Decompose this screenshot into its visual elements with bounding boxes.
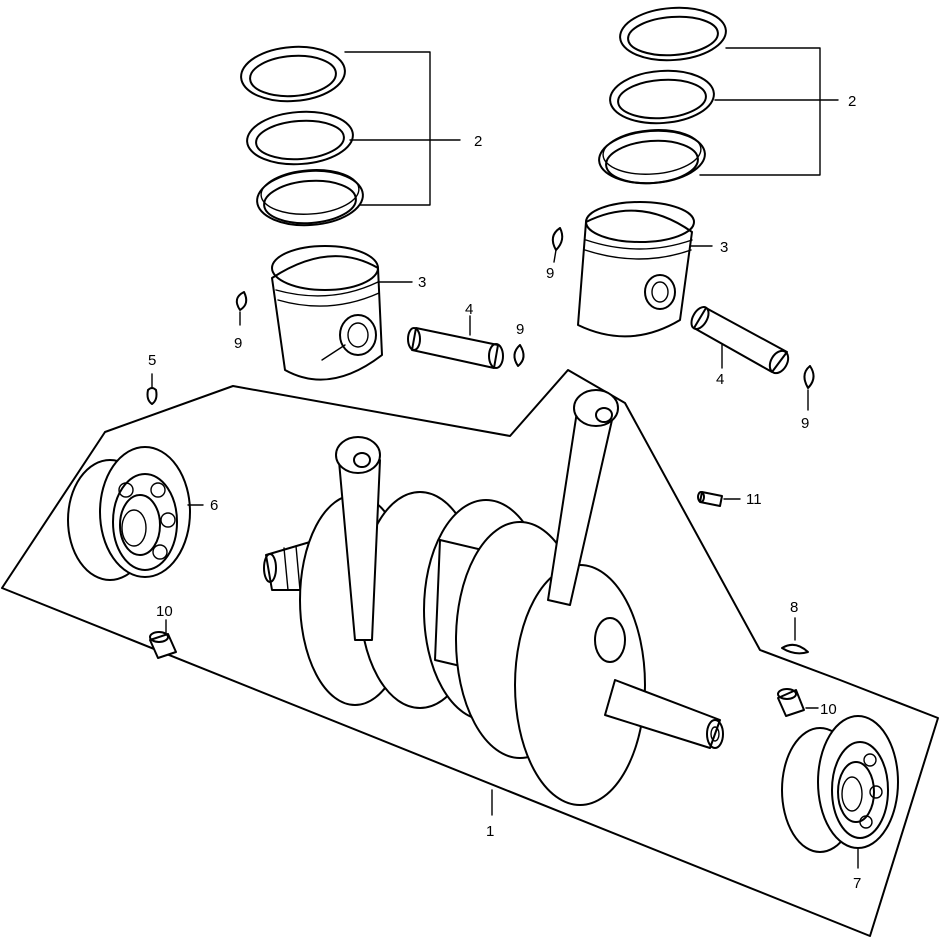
callout-3-right: 3: [720, 239, 728, 256]
leader-line-2-right: [699, 47, 839, 176]
circlip-9-a: [235, 291, 248, 311]
piston-pin-right: [690, 306, 790, 375]
callout-8: 8: [790, 599, 798, 616]
piston-ring: [240, 45, 346, 103]
piston-ring: [246, 110, 354, 166]
circlip-9-c: [551, 227, 564, 251]
circlip-9-d: [803, 365, 815, 389]
piston-rings-right: [598, 6, 727, 185]
leader-line-2-left: [344, 51, 461, 206]
piston-pin-left: [407, 327, 504, 369]
piston-ring: [255, 119, 345, 161]
callout-5: 5: [148, 352, 156, 369]
callout-10-left: 10: [156, 603, 173, 620]
callout-4-left: 4: [465, 301, 473, 318]
callout-3-left: 3: [418, 274, 426, 291]
piston-left: [271, 245, 383, 381]
callout-4-right: 4: [716, 371, 724, 388]
piston-rings-left: [240, 45, 364, 227]
piston-ring: [249, 54, 337, 98]
connecting-rod-left: [335, 436, 381, 641]
callout-1: 1: [486, 823, 494, 840]
woodruff-key-8: [781, 643, 809, 655]
circlip-9-b: [513, 344, 525, 367]
piston-right: [577, 201, 695, 338]
pin-11: [697, 491, 723, 507]
piston-ring: [263, 179, 357, 225]
assembly-boundary: [1, 369, 939, 937]
callout-7: 7: [853, 875, 861, 892]
callout-11: 11: [746, 491, 762, 508]
bearing-left: [67, 446, 191, 581]
callout-9-b: 9: [516, 321, 524, 338]
callout-10-right: 10: [820, 701, 837, 718]
dowel-pin-5: [146, 387, 158, 405]
callout-2-right: 2: [848, 93, 856, 110]
connecting-rod-right: [547, 389, 619, 606]
dowel-10-left: [149, 631, 177, 659]
piston-ring: [260, 169, 360, 215]
piston-ring: [256, 169, 364, 227]
dowel-10-right: [777, 688, 805, 717]
callout-9-d: 9: [801, 415, 809, 432]
callout-6: 6: [210, 497, 218, 514]
callout-2-left: 2: [474, 133, 482, 150]
crankshaft: [263, 491, 724, 806]
callout-9-a: 9: [234, 335, 242, 352]
bearing-right: [781, 715, 899, 853]
callout-9-c: 9: [546, 265, 554, 282]
